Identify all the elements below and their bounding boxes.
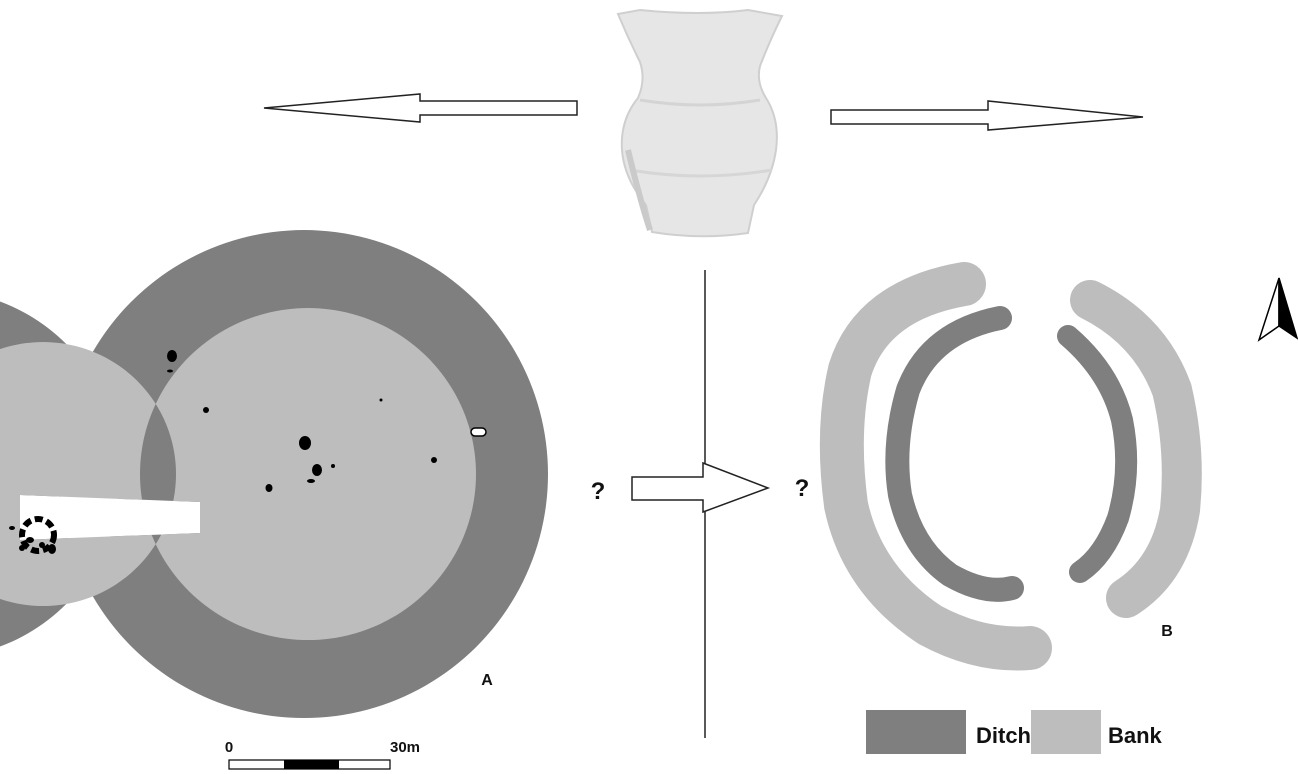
site-b-ditch-right (1068, 336, 1126, 572)
site-a-bank (0, 308, 476, 640)
legend-bank-swatch (1031, 710, 1101, 754)
scale-bar: 0 30m (225, 739, 420, 769)
scale-bar-start: 0 (225, 739, 233, 756)
question-mark-left: ? (591, 478, 606, 505)
left-arrow-icon (264, 94, 577, 122)
site-b-ditch-left (897, 318, 1012, 590)
site-a-label: A (481, 672, 493, 689)
site-b-label: B (1161, 623, 1173, 640)
legend-ditch-swatch (866, 710, 966, 754)
question-mark-right: ? (795, 475, 810, 502)
site-b-plan: B (842, 284, 1182, 649)
site-a-plan: A (0, 230, 548, 718)
middle-arrow-icon (632, 463, 768, 512)
legend-bank-label: Bank (1108, 723, 1163, 748)
scale-bar-end: 30m (390, 739, 420, 756)
right-arrow-icon (831, 101, 1143, 130)
legend-ditch-label: Ditch (976, 723, 1031, 748)
north-arrow-icon (1259, 278, 1297, 340)
legend: Ditch Bank (866, 710, 1163, 754)
beaker-vessel-icon (618, 10, 782, 236)
